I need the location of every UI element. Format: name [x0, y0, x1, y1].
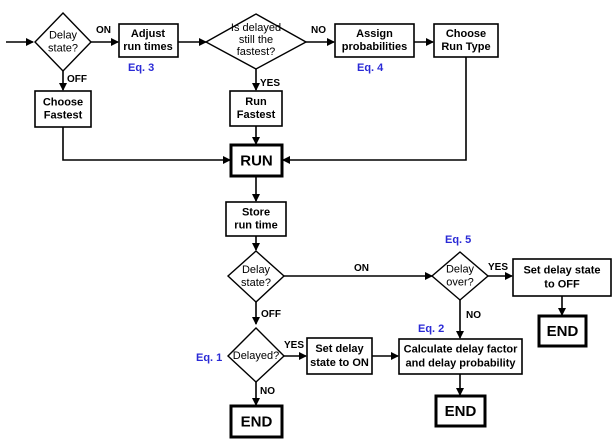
- decision-delayed-label: Delayed?: [233, 350, 279, 362]
- process-set-delay-on: [306, 337, 373, 375]
- process-run-label: RUN: [240, 152, 273, 169]
- process-run-fastest: [229, 90, 283, 127]
- edge-label-no-top: NO: [311, 25, 326, 36]
- edge-label-yes-delayed: YES: [284, 340, 304, 351]
- process-assign-probabilities-label-line: probabilities: [342, 41, 407, 53]
- process-set-delay-off-label: Set delay state to OFF: [523, 265, 600, 291]
- terminal-end-middle: [434, 394, 487, 428]
- terminal-end-bottom: [229, 404, 284, 439]
- terminal-end-right: [537, 314, 588, 348]
- terminal-end-right-label-line: END: [547, 323, 579, 340]
- process-run-label-line: RUN: [240, 152, 273, 169]
- edges: [6, 38, 566, 406]
- edge-label-yes-top: YES: [260, 78, 280, 89]
- process-choose-fastest-label-line: Choose: [43, 97, 83, 109]
- decision-delay-over: [430, 251, 490, 301]
- decision-delayed: [226, 327, 286, 383]
- process-choose-run-type-label-line: Run Type: [441, 41, 490, 53]
- edge-label-no-delay-over: NO: [466, 310, 481, 321]
- decision-delay-over-label-line: over?: [446, 277, 474, 289]
- edge-run-type-run: [282, 57, 467, 164]
- equation-label-eq2: Eq. 2: [418, 323, 444, 335]
- edge-label-on-middle: ON: [354, 263, 369, 274]
- edge-label-off-top: OFF: [67, 74, 87, 85]
- terminal-end-right-label: END: [547, 323, 579, 340]
- decision-still-fastest-label-line: Is delayed: [231, 22, 281, 34]
- decision-delay-state-top-label-line: Delay: [49, 30, 78, 42]
- process-adjust-run-times-label-line: Adjust: [131, 28, 166, 40]
- edge-label-yes-delay-over: YES: [488, 262, 508, 273]
- decision-delay-state-top-label-line: state?: [48, 43, 78, 55]
- terminal-end-bottom-label-line: END: [241, 413, 273, 430]
- process-store-run-time-label-line: Store: [242, 207, 270, 219]
- equation-label-eq5: Eq. 5: [445, 234, 471, 246]
- decision-still-fastest-label-line: fastest?: [237, 46, 276, 58]
- process-set-delay-on-label-line: state to ON: [310, 357, 369, 369]
- process-run-fastest-label-line: Fastest: [237, 109, 276, 121]
- decision-delay-state-middle-label-line: state?: [241, 277, 271, 289]
- process-choose-run-type-label-line: Choose: [446, 28, 486, 40]
- process-assign-probabilities-label-line: Assign: [356, 28, 393, 40]
- process-set-delay-on-label-line: Set delay: [315, 343, 364, 355]
- decision-delayed-label-line: Delayed?: [233, 350, 279, 362]
- process-adjust-run-times: [118, 23, 179, 58]
- equation-label-eq4: Eq. 4: [357, 62, 384, 74]
- edge-label-off-middle: OFF: [261, 309, 281, 320]
- edge-choose-fastest-run: [62, 127, 231, 164]
- process-set-delay-off-label-line: Set delay state: [523, 265, 600, 277]
- edge-label-on-top: ON: [96, 25, 111, 36]
- edge-label-no-delayed: NO: [260, 386, 275, 397]
- process-store-run-time-label-line: run time: [234, 220, 277, 232]
- terminal-end-middle-label-line: END: [445, 403, 477, 420]
- terminal-end-bottom-label: END: [241, 413, 273, 430]
- process-calculate-delay-label: Calculate delay factor and delay probabil…: [404, 344, 518, 370]
- process-calculate-delay-label-line: and delay probability: [405, 358, 516, 370]
- process-run-fastest-label-line: Run: [245, 96, 267, 108]
- equation-labels: Eq. 3 Eq. 4 Eq. 5 Eq. 2 Eq. 1: [128, 62, 471, 364]
- decision-delay-state-top: [34, 11, 92, 73]
- process-set-delay-on-label: Set delay state to ON: [310, 343, 369, 369]
- decision-delay-state-middle-label-line: Delay: [242, 264, 271, 276]
- process-choose-run-type: [433, 23, 499, 58]
- process-choose-fastest: [34, 90, 92, 128]
- decision-still-fastest-label-line: still the: [239, 34, 273, 46]
- process-run: [229, 143, 284, 178]
- process-calculate-delay-label-line: Calculate delay factor: [404, 344, 518, 356]
- process-set-delay-off-label-line: to OFF: [544, 279, 580, 291]
- decision-delay-state-middle: [226, 250, 286, 303]
- process-calculate-delay: [398, 338, 523, 375]
- decision-delay-over-label-line: Delay: [446, 264, 475, 276]
- edge-labels: ON OFF NO YES ON OFF YES NO YES NO: [67, 25, 508, 397]
- terminal-end-middle-label: END: [445, 403, 477, 420]
- decision-still-fastest: [204, 13, 308, 70]
- equation-label-eq1: Eq. 1: [196, 352, 222, 364]
- equation-label-eq3: Eq. 3: [128, 62, 154, 74]
- process-choose-fastest-label-line: Fastest: [44, 110, 83, 122]
- process-assign-probabilities: [334, 23, 415, 58]
- process-adjust-run-times-label-line: run times: [123, 41, 173, 53]
- process-set-delay-off: [512, 258, 612, 297]
- process-store-run-time: [225, 201, 287, 237]
